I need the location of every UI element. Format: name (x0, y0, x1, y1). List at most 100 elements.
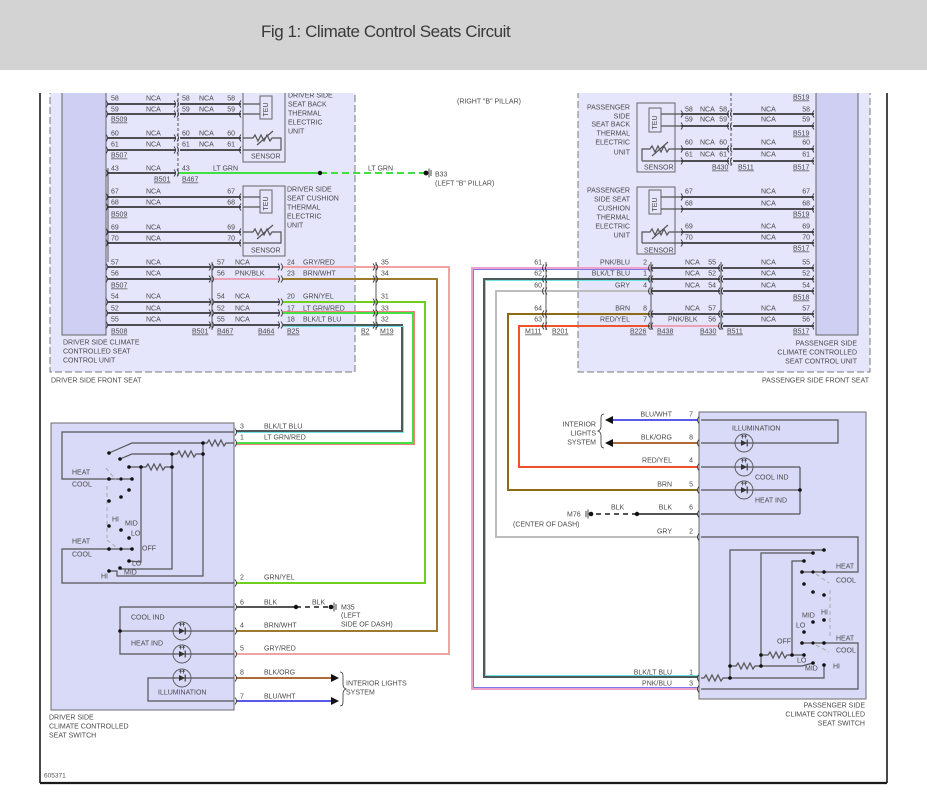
teu-label: CUSHION (598, 206, 630, 213)
wire-brn (507, 313, 698, 491)
pin-number: 68 (685, 201, 693, 208)
switch-label: PASSENGER SIDE (804, 703, 866, 710)
switch-label: CLIMATE CONTROLLED (785, 712, 865, 719)
control-unit-label: CLIMATE CONTROLLED (777, 350, 857, 357)
wire-brn-wht (236, 278, 438, 632)
teu-label: ELECTRIC (288, 120, 323, 127)
connector-id: B518 (793, 295, 809, 302)
wire-pnk-blu (471, 267, 698, 690)
wire-label: BLK/LT BLU (634, 670, 672, 677)
wire-label: NCA (761, 117, 776, 124)
wire-label: NCA (685, 306, 700, 313)
pin-number: 18 (287, 317, 295, 324)
teu-label: UNIT (288, 129, 305, 136)
ground-location-label: (LEFT "B" PILLAR) (435, 181, 494, 188)
teu-label: ELECTRIC (595, 224, 630, 231)
wire-label: NCA (761, 271, 776, 278)
figure-header: Fig 1: Climate Control Seats Circuit (0, 0, 927, 70)
brace-icon (596, 413, 605, 449)
wire-label: NCA (146, 107, 161, 114)
pin-number: 6 (689, 505, 693, 512)
pin-number: 7 (643, 317, 647, 324)
wire-label: LT GRN/RED (264, 435, 306, 442)
wire-label: LT GRN/RED (303, 306, 345, 313)
passenger-back-sensor-thermistor-icon (641, 141, 681, 162)
teu-text: TEU (263, 103, 270, 117)
wire-label: BLK/ORG (641, 435, 672, 442)
wire-red-yel (518, 325, 698, 468)
pin-number: 68 (227, 200, 235, 207)
pin-number: 59 (719, 117, 727, 124)
passenger-indicator-circuit (701, 419, 839, 515)
wire-blk-lt-blu-passenger-stripe (485, 280, 698, 676)
pin-number: 23 (287, 271, 295, 278)
passenger-cu-connector-icon (812, 110, 815, 330)
ground-b33-icon (423, 168, 432, 178)
arrow-left-icon (605, 416, 613, 424)
pin-number: 57 (111, 260, 119, 267)
switch-position-label: HI (112, 517, 119, 524)
teu-label: DRIVER SIDE (287, 187, 332, 194)
connector-id: B509 (111, 212, 127, 219)
driver-seat-cushion-teu-box (242, 185, 286, 257)
interior-lights-label: INTERIOR LIGHTS (346, 681, 407, 688)
connector-id: B517 (793, 329, 809, 336)
wire-label: NCA (146, 131, 161, 138)
wire-label: NCA (761, 107, 776, 114)
driver-seat-back-teu-box (242, 93, 286, 163)
pin-number: 43 (182, 166, 190, 173)
wire-label: GRY/RED (303, 260, 335, 267)
arrow-left-icon (605, 439, 613, 447)
wire-label: NCA (146, 166, 161, 173)
switch-position-label: MID (125, 521, 138, 528)
wire-label: NCA (199, 107, 214, 114)
pin-number: 69 (802, 224, 810, 231)
connector-id: B201 (552, 329, 568, 336)
switch-position-label: HEAT IND (755, 498, 787, 505)
passenger-lower-inline-connector-icon (721, 264, 724, 330)
pin-number: 58 (111, 96, 119, 103)
sensor-label: SENSOR (644, 248, 674, 255)
pin-number: 67 (111, 189, 119, 196)
wire-label: GRN/YEL (303, 294, 334, 301)
arrow-right-icon (331, 674, 339, 682)
ground-location-label: (CENTER OF DASH) (513, 522, 580, 529)
splice-dot (634, 511, 640, 517)
control-unit-label: CONTROLLED SEAT (63, 349, 131, 356)
passenger-lower-rows-wires (652, 267, 814, 327)
wire-label: BLU/WHT (641, 412, 673, 419)
wire-label: NCA (146, 189, 161, 196)
wire-label: NCA (146, 96, 161, 103)
switch-position-label: COOL IND (755, 475, 789, 482)
wire-label: NCA (146, 271, 161, 278)
connector-id: B226 (630, 329, 646, 336)
pin-number: 59 (111, 107, 119, 114)
driver-seat-cushion-teu-element (259, 189, 273, 214)
driver-cu-connector-icon (105, 100, 108, 329)
passenger-m111-b201-connector-icon (545, 264, 548, 330)
switch-position-label: MID (124, 570, 137, 577)
passenger-back-rows-wires (681, 113, 814, 162)
driver-cushion-rows-wires (107, 196, 241, 244)
pin-number: 5 (689, 482, 693, 489)
wire-label: NCA (700, 107, 715, 114)
splice-dot (293, 604, 299, 610)
switch-position-label: HI (833, 664, 840, 671)
switch-position-label: HEAT IND (131, 641, 163, 648)
connector-layer (105, 100, 815, 705)
teu-label: SIDE SEAT (594, 197, 631, 204)
pin-number: 17 (287, 306, 295, 313)
driver-cushion-teu-leads (243, 196, 260, 208)
teu-text: TEU (263, 197, 270, 211)
wire-label: BRN/WHT (264, 623, 297, 630)
pin-number: 60 (182, 131, 190, 138)
pin-number: 7 (240, 694, 244, 701)
wire-blk-lt-blu-passenger (483, 278, 698, 678)
wire-label: GRY (657, 529, 672, 536)
pin-number: 57 (708, 306, 716, 313)
connector-id: B501 (192, 329, 208, 336)
wire-label: RED/YEL (600, 317, 630, 324)
pin-number: 8 (643, 306, 647, 313)
passenger-cushion-teu-leads (661, 196, 681, 210)
pin-number: 4 (689, 458, 693, 465)
